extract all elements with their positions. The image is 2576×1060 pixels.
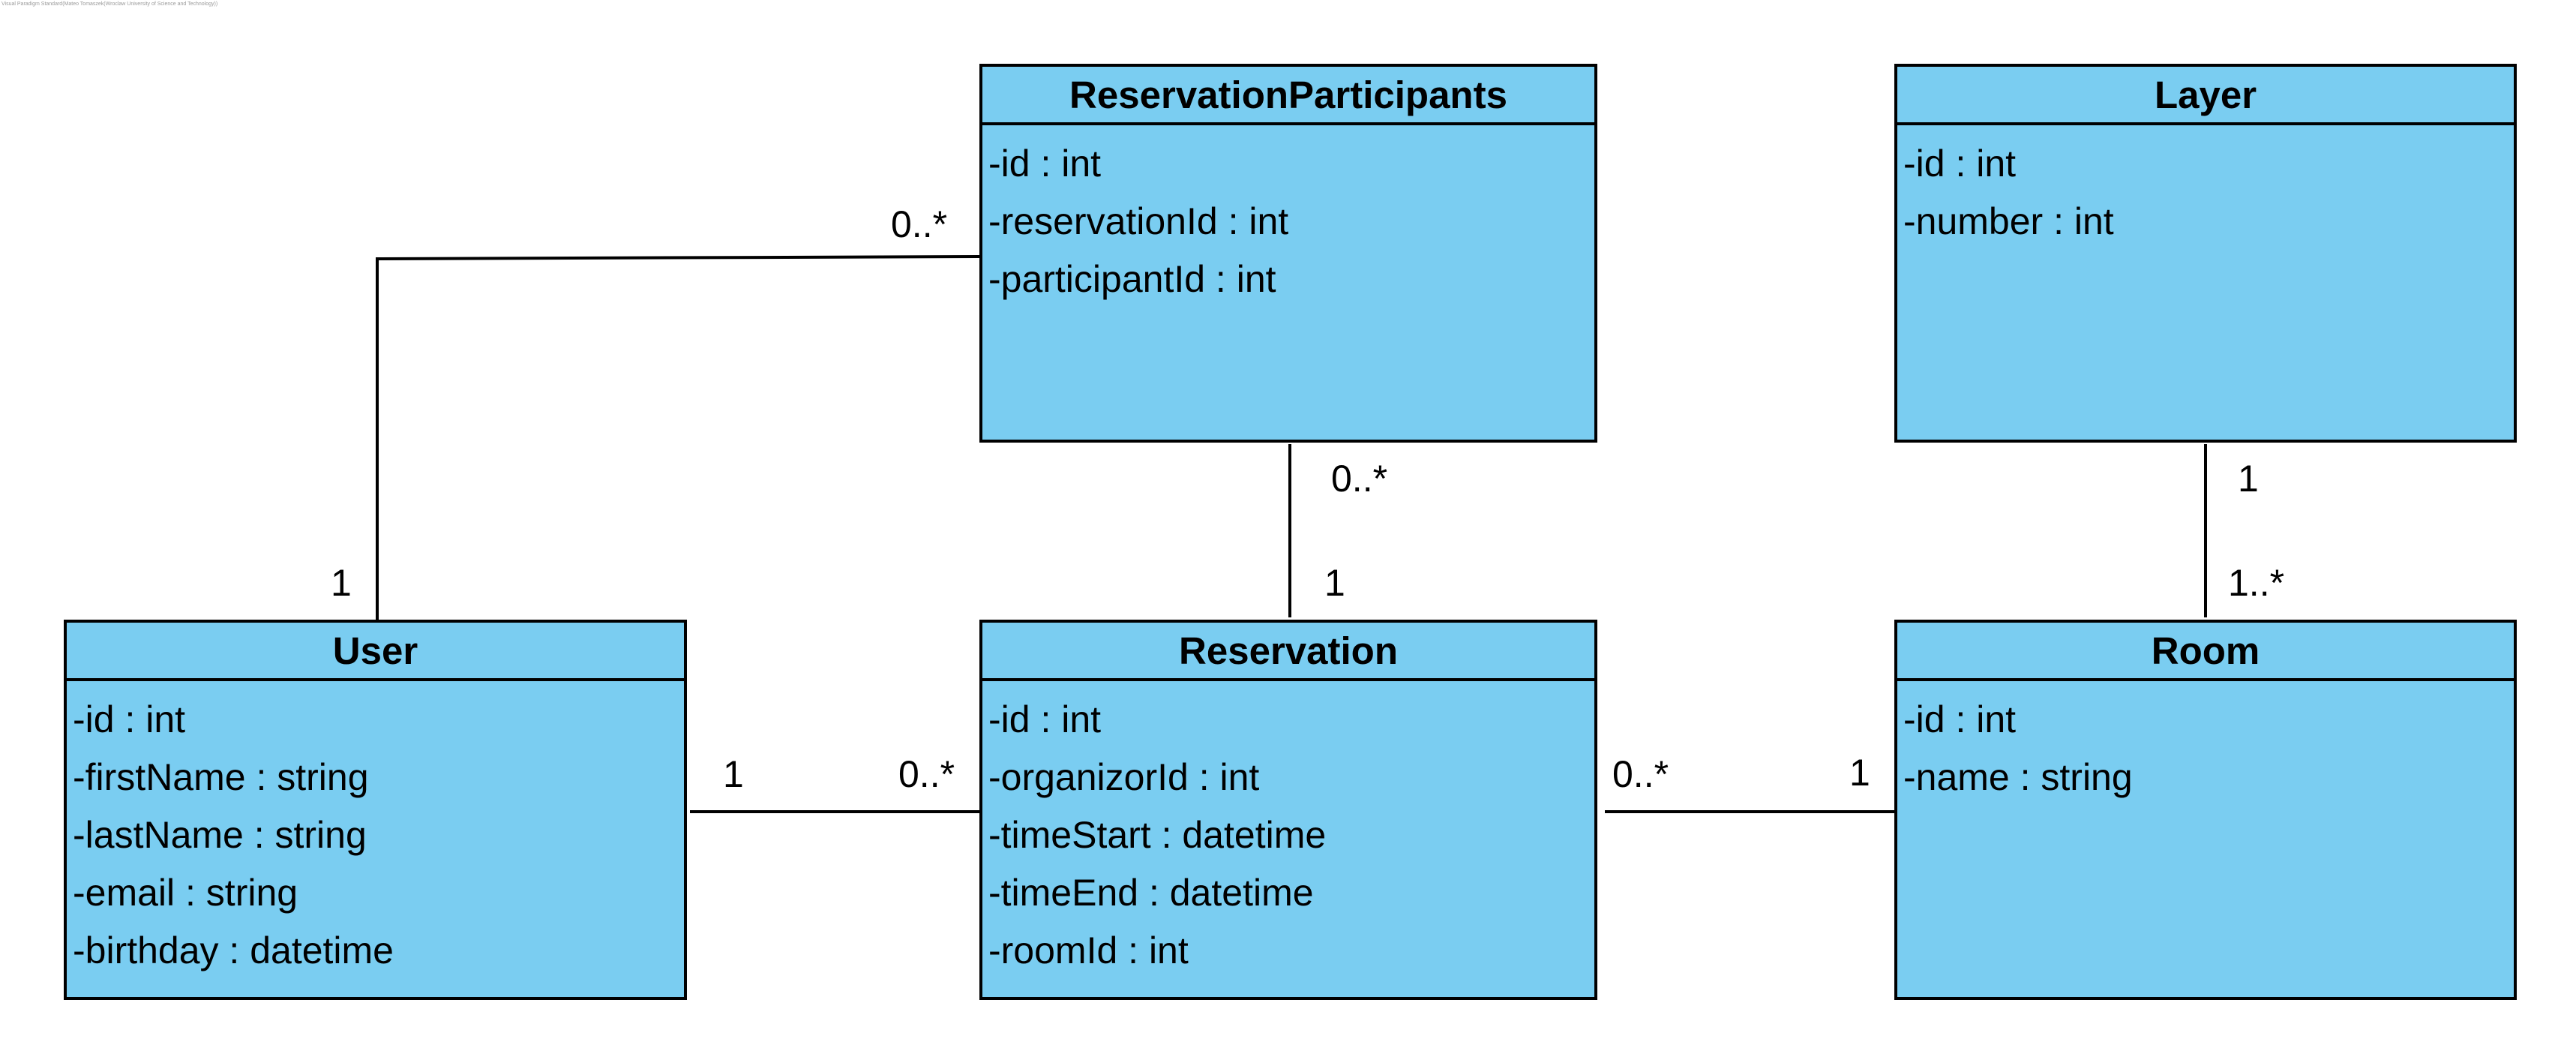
- attribute: -id : int: [988, 698, 1102, 740]
- attribute: -name : string: [1903, 756, 2133, 798]
- class-reservationparticipants[interactable]: ReservationParticipants -id : int -reser…: [979, 64, 1597, 443]
- attribute: -id : int: [1903, 698, 2017, 740]
- class-name: User: [67, 623, 684, 681]
- attribute: -number : int: [1903, 200, 2114, 242]
- attribute: -timeStart : datetime: [988, 814, 1327, 856]
- watermark-text: Visual Paradigm Standard(Mateo Tomaszek(…: [1, 2, 218, 7]
- multiplicity-label: 0..*: [1612, 753, 1669, 795]
- multiplicity-label: 1: [723, 753, 744, 795]
- attribute: -birthday : datetime: [73, 929, 394, 971]
- attribute: -email : string: [73, 872, 298, 914]
- multiplicity-label: 1: [1324, 562, 1345, 604]
- multiplicity-label: 0..*: [891, 203, 948, 245]
- class-user[interactable]: User -id : int -firstName : string -last…: [64, 620, 687, 1000]
- attribute: -reservationId : int: [988, 200, 1289, 242]
- attribute: -lastName : string: [73, 814, 367, 856]
- attribute: -organizorId : int: [988, 756, 1260, 798]
- class-name: Reservation: [982, 623, 1594, 681]
- attribute: -roomId : int: [988, 929, 1189, 971]
- class-name: ReservationParticipants: [982, 67, 1594, 125]
- class-reservation[interactable]: Reservation -id : int -organizorId : int…: [979, 620, 1597, 1000]
- multiplicity-label: 1..*: [2228, 562, 2285, 604]
- attribute: -id : int: [988, 143, 1102, 185]
- multiplicity-label: 1: [1849, 752, 1870, 794]
- multiplicity-label: 0..*: [898, 753, 955, 795]
- attribute: -participantId : int: [988, 258, 1276, 300]
- attribute: -id : int: [1903, 143, 2017, 185]
- attribute: -id : int: [73, 698, 186, 740]
- attribute: -timeEnd : datetime: [988, 872, 1314, 914]
- multiplicity-label: 1: [331, 562, 352, 604]
- multiplicity-label: 1: [2238, 458, 2259, 500]
- association-user-reservationparticipants: [376, 255, 980, 620]
- attribute: -firstName : string: [73, 756, 369, 798]
- class-name: Layer: [1897, 67, 2514, 125]
- class-room[interactable]: Room -id : int -name : string: [1894, 620, 2517, 1000]
- class-name: Room: [1897, 623, 2514, 681]
- class-layer[interactable]: Layer -id : int -number : int: [1894, 64, 2517, 443]
- multiplicity-label: 0..*: [1331, 458, 1388, 500]
